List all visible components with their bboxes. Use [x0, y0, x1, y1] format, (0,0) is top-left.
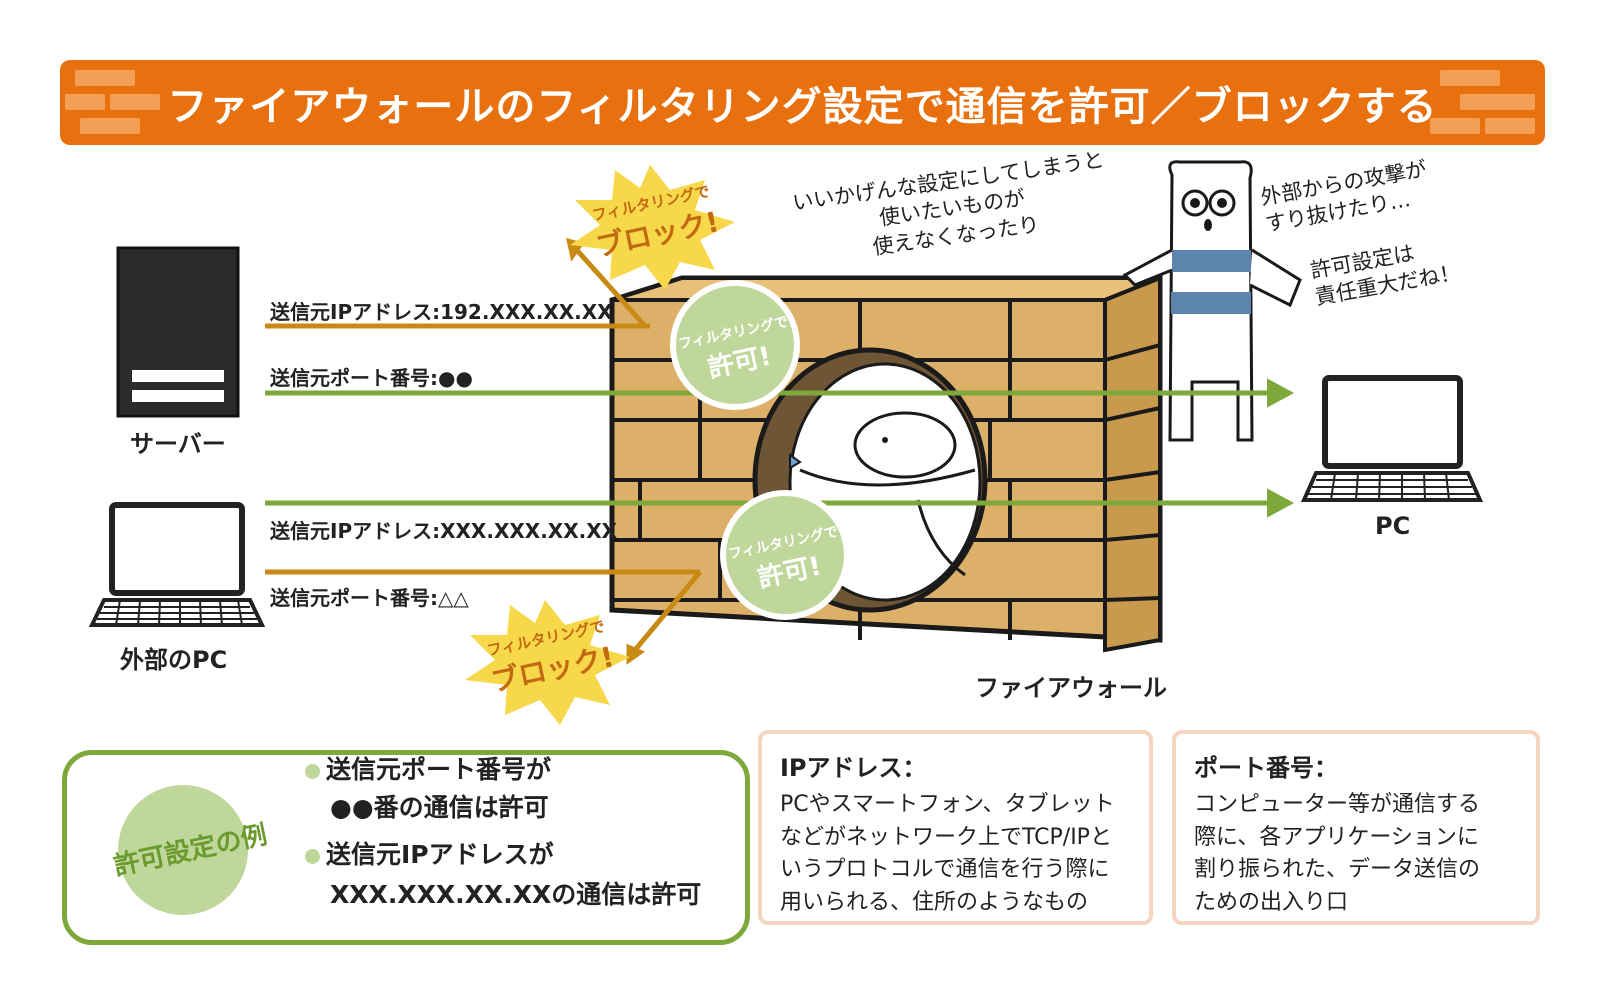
block-badge-top	[570, 165, 735, 290]
permit-item-2-line-2: XXX.XXX.XX.XXの通信は許可	[330, 880, 702, 909]
banner-brick	[1430, 118, 1480, 134]
banner-brick	[1460, 94, 1535, 110]
banner-brick	[110, 94, 160, 110]
bear-character-icon	[1122, 160, 1302, 442]
banner-brick	[1440, 70, 1500, 86]
pc-label: PC	[1375, 512, 1411, 540]
allow-badge-bottom	[720, 490, 850, 620]
page-title: ファイアウォールのフィルタリング設定で通信を許可／ブロックする	[167, 84, 1438, 130]
ip-address-info-box: IPアドレス： PCやスマートフォン、タブレット などがネットワーク上でTCP/…	[758, 730, 1153, 925]
external-port-label: 送信元ポート番号:△△	[270, 586, 469, 610]
firewall-wall	[609, 275, 1163, 653]
permit-item-1-line-1: 送信元ポート番号が	[305, 750, 551, 786]
bullet-dot-icon	[305, 763, 320, 779]
external-ip-label: 送信元IPアドレス:XXX.XXX.XX.XX	[270, 519, 618, 543]
ip-address-heading: IPアドレス：	[780, 754, 927, 782]
permit-item-1-line-2: ●●番の通信は許可	[330, 793, 549, 822]
server-icon	[116, 246, 240, 418]
port-number-heading: ポート番号：	[1194, 754, 1338, 782]
server-label: サーバー	[130, 430, 226, 458]
bullet-dot-icon	[305, 848, 320, 864]
banner-brick	[65, 94, 105, 110]
firewall-label: ファイアウォール	[975, 674, 1167, 702]
title-banner: ファイアウォールのフィルタリング設定で通信を許可／ブロックする	[60, 60, 1545, 145]
permit-item-1-text: 送信元ポート番号が	[326, 755, 552, 784]
permit-item-2-text: 送信元IPアドレスが	[326, 840, 554, 869]
pc-laptop-icon	[1300, 375, 1484, 502]
banner-brick	[80, 118, 140, 134]
external-laptop-icon	[88, 502, 266, 627]
allow-badge-top	[670, 280, 800, 410]
ip-address-body: PCやスマートフォン、タブレット などがネットワーク上でTCP/IPと いうプロ…	[780, 792, 1115, 915]
server-port-label: 送信元ポート番号:●●	[270, 366, 473, 390]
permit-item-2-line-1: 送信元IPアドレスが	[305, 835, 554, 871]
banner-brick	[75, 70, 135, 86]
external-pc-label: 外部のPC	[120, 646, 228, 674]
permit-example-badge	[118, 785, 248, 915]
server-ip-label: 送信元IPアドレス:192.XXX.XX.XX	[270, 300, 613, 324]
permit-example-box	[62, 750, 750, 945]
port-number-body: コンピューター等が通信する 際に、各アプリケーションに 割り振られた、データ送信…	[1194, 792, 1481, 915]
port-number-info-box: ポート番号： コンピューター等が通信する 際に、各アプリケーションに 割り振られ…	[1172, 730, 1540, 925]
banner-brick	[1485, 118, 1535, 134]
block-badge-bottom	[465, 600, 630, 725]
